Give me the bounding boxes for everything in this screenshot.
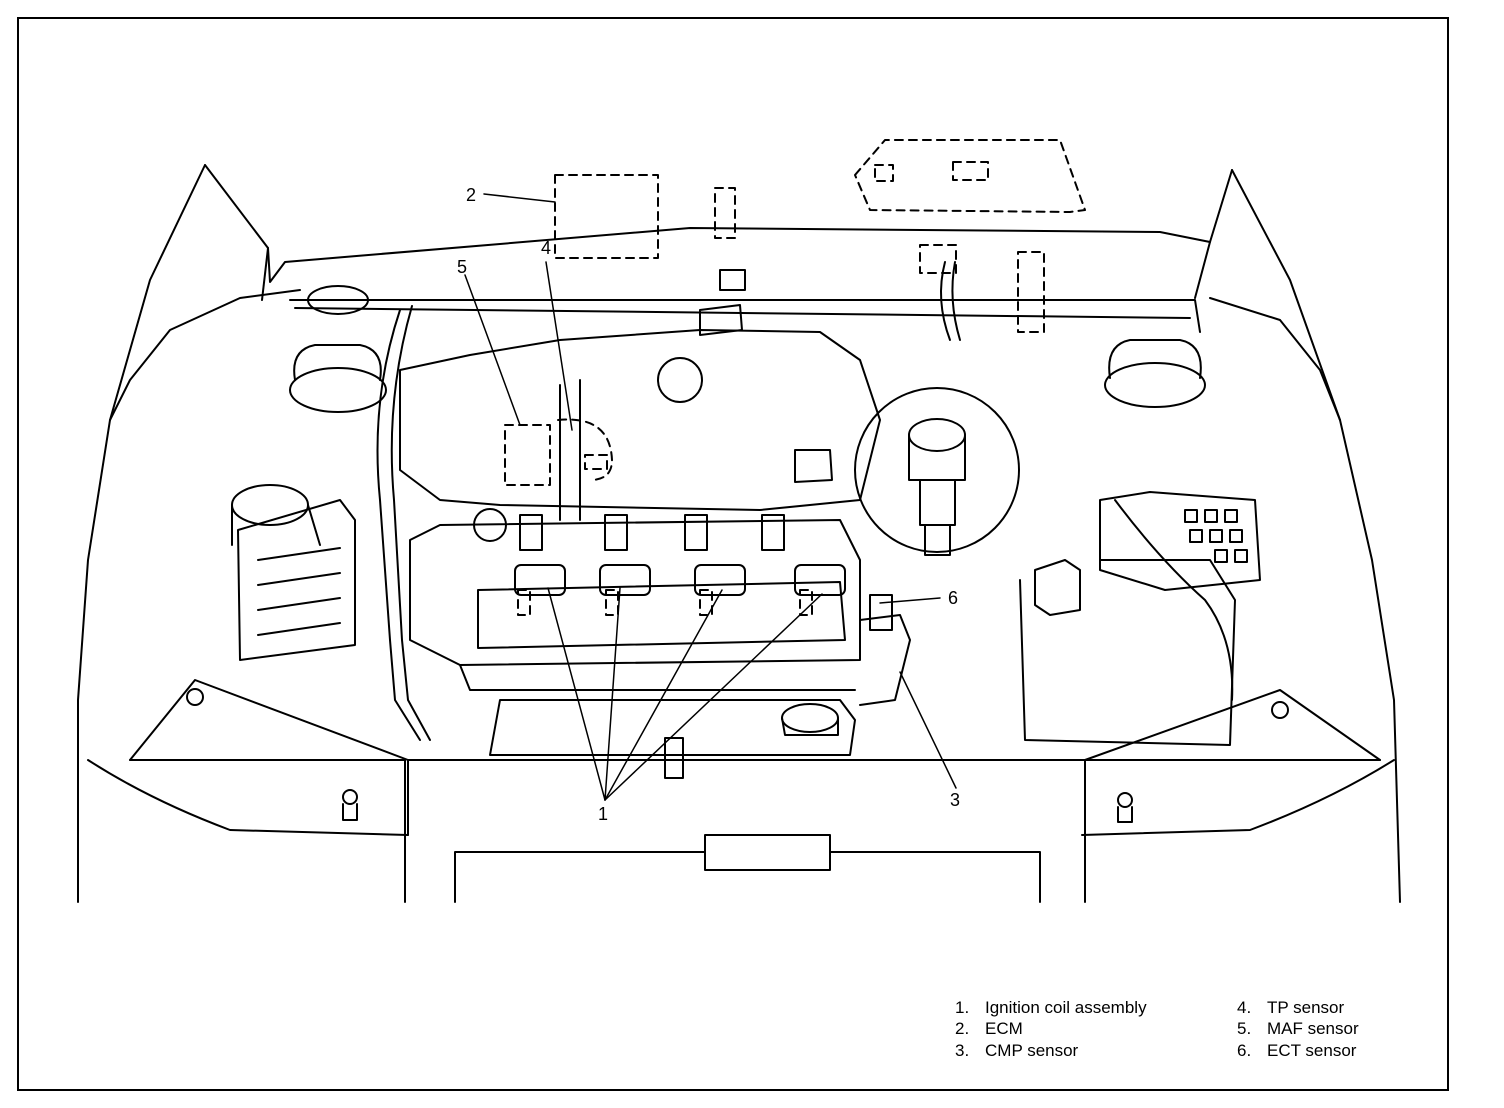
legend-label: Ignition coil assembly bbox=[985, 998, 1147, 1017]
tp-outline bbox=[557, 418, 613, 481]
callout-3: 3 bbox=[950, 790, 960, 810]
leader-3 bbox=[899, 671, 957, 789]
leader-5 bbox=[464, 274, 521, 426]
ect-sensor bbox=[869, 594, 893, 631]
leader-1b bbox=[604, 587, 621, 801]
legend-item: 1. Ignition coil assembly bbox=[955, 998, 1147, 1018]
leader-6 bbox=[879, 597, 941, 604]
callouts: 2 5 4 6 3 1 bbox=[457, 185, 960, 824]
front-panel bbox=[129, 679, 1381, 903]
callout-4: 4 bbox=[541, 238, 551, 258]
legend-number: 3. bbox=[955, 1041, 970, 1060]
vehicle-body bbox=[77, 164, 1401, 903]
engine-block bbox=[399, 329, 881, 756]
legend-number: 4. bbox=[1237, 998, 1252, 1017]
hidden-components bbox=[504, 139, 1086, 616]
legend-label: TP sensor bbox=[1267, 998, 1345, 1017]
legend-number: 1. bbox=[955, 998, 970, 1017]
battery bbox=[1019, 491, 1261, 746]
callout-5: 5 bbox=[457, 257, 467, 277]
legend-number: 2. bbox=[955, 1019, 970, 1038]
leader-1c bbox=[604, 589, 723, 801]
brake-booster bbox=[854, 387, 1020, 556]
legend-label: CMP sensor bbox=[985, 1041, 1079, 1060]
hood bbox=[204, 164, 1233, 301]
leader-4 bbox=[545, 261, 573, 431]
legend-item: 4. TP sensor bbox=[1237, 998, 1344, 1018]
instrument-outline bbox=[854, 139, 1086, 213]
legend-item: 5. MAF sensor bbox=[1237, 1019, 1359, 1039]
callout-1: 1 bbox=[598, 804, 608, 824]
leader-1d bbox=[604, 593, 823, 801]
legend-number: 6. bbox=[1237, 1041, 1252, 1060]
legend-label: ECM bbox=[985, 1019, 1023, 1038]
leader-2 bbox=[483, 193, 556, 203]
strut-towers bbox=[289, 285, 1206, 413]
ecm-outline bbox=[554, 174, 659, 259]
figure-frame bbox=[17, 17, 1449, 1091]
legend-label: ECT sensor bbox=[1267, 1041, 1357, 1060]
hoses bbox=[376, 261, 1234, 741]
sensors bbox=[664, 269, 911, 779]
maf-outline bbox=[504, 424, 551, 486]
legend-item: 2. ECM bbox=[955, 1019, 1023, 1039]
legend-number: 5. bbox=[1237, 1019, 1252, 1038]
leader-lines bbox=[464, 193, 957, 801]
reservoir-tank bbox=[231, 484, 356, 661]
callout-6: 6 bbox=[948, 588, 958, 608]
legend-label: MAF sensor bbox=[1267, 1019, 1359, 1038]
ckp-sensor bbox=[664, 737, 684, 779]
leader-1a bbox=[547, 587, 606, 801]
legend-item: 3. CMP sensor bbox=[955, 1041, 1078, 1061]
legend-item: 6. ECT sensor bbox=[1237, 1041, 1356, 1061]
callout-2: 2 bbox=[466, 185, 476, 205]
